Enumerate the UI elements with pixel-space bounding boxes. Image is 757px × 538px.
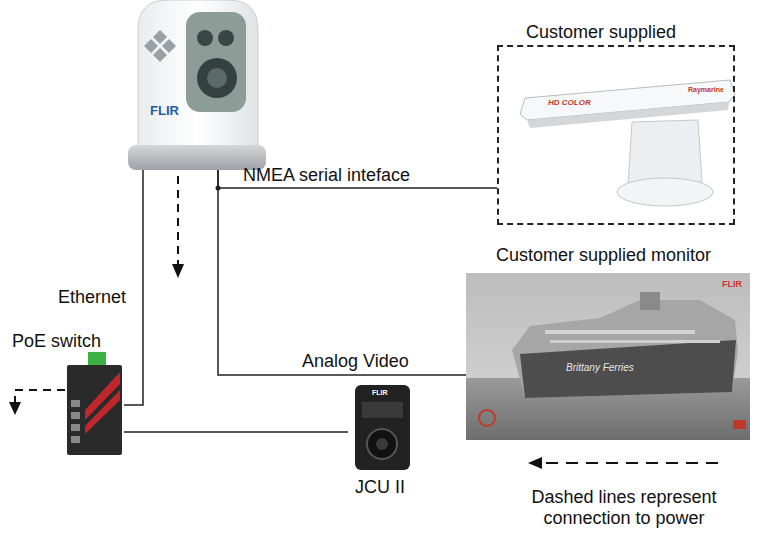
brand-mark: Raymarine — [688, 85, 724, 94]
device-logo: FLIR — [372, 388, 388, 397]
legend-arrowhead — [528, 457, 542, 469]
group-heading: Customer supplied — [526, 22, 676, 42]
legend-sample — [515, 452, 733, 476]
ship-name: Brittany Ferries — [566, 362, 634, 374]
poe-switch: PoE switch — [10, 330, 124, 456]
jcu-controller: JCU II — [348, 383, 412, 497]
customer-supplied-group: Customer supplied — [497, 20, 735, 225]
dashed-outline — [497, 45, 735, 225]
connector — [124, 431, 348, 433]
radar-illustration — [520, 80, 735, 206]
jcu-illustration — [355, 385, 410, 470]
monitor: Customer supplied monitor — [466, 244, 750, 440]
brand-mark: HD COLOR — [548, 98, 591, 108]
switch-illustration — [67, 352, 122, 455]
monitor-illustration — [466, 273, 750, 440]
power-arrows — [9, 176, 184, 415]
edge-label: Ethernet — [58, 287, 126, 307]
thermal-camera: FLIR — [128, 0, 268, 170]
legend-text: Dashed lines represent connection to pow… — [515, 487, 733, 529]
edge-label: NMEA serial inteface — [243, 165, 410, 185]
switch-heading: PoE switch — [12, 331, 101, 351]
screen-logo: FLIR — [722, 279, 742, 290]
brand-logo: FLIR — [150, 104, 179, 118]
connector — [124, 170, 143, 405]
monitor-heading: Customer supplied monitor — [496, 245, 711, 265]
edge-label: Analog Video — [302, 351, 409, 371]
connector — [218, 170, 466, 375]
controller-label: JCU II — [355, 477, 405, 497]
camera-illustration — [128, 0, 266, 191]
legend-dash — [542, 462, 718, 464]
legend-entry: Dashed lines represent connection to pow… — [515, 452, 733, 529]
